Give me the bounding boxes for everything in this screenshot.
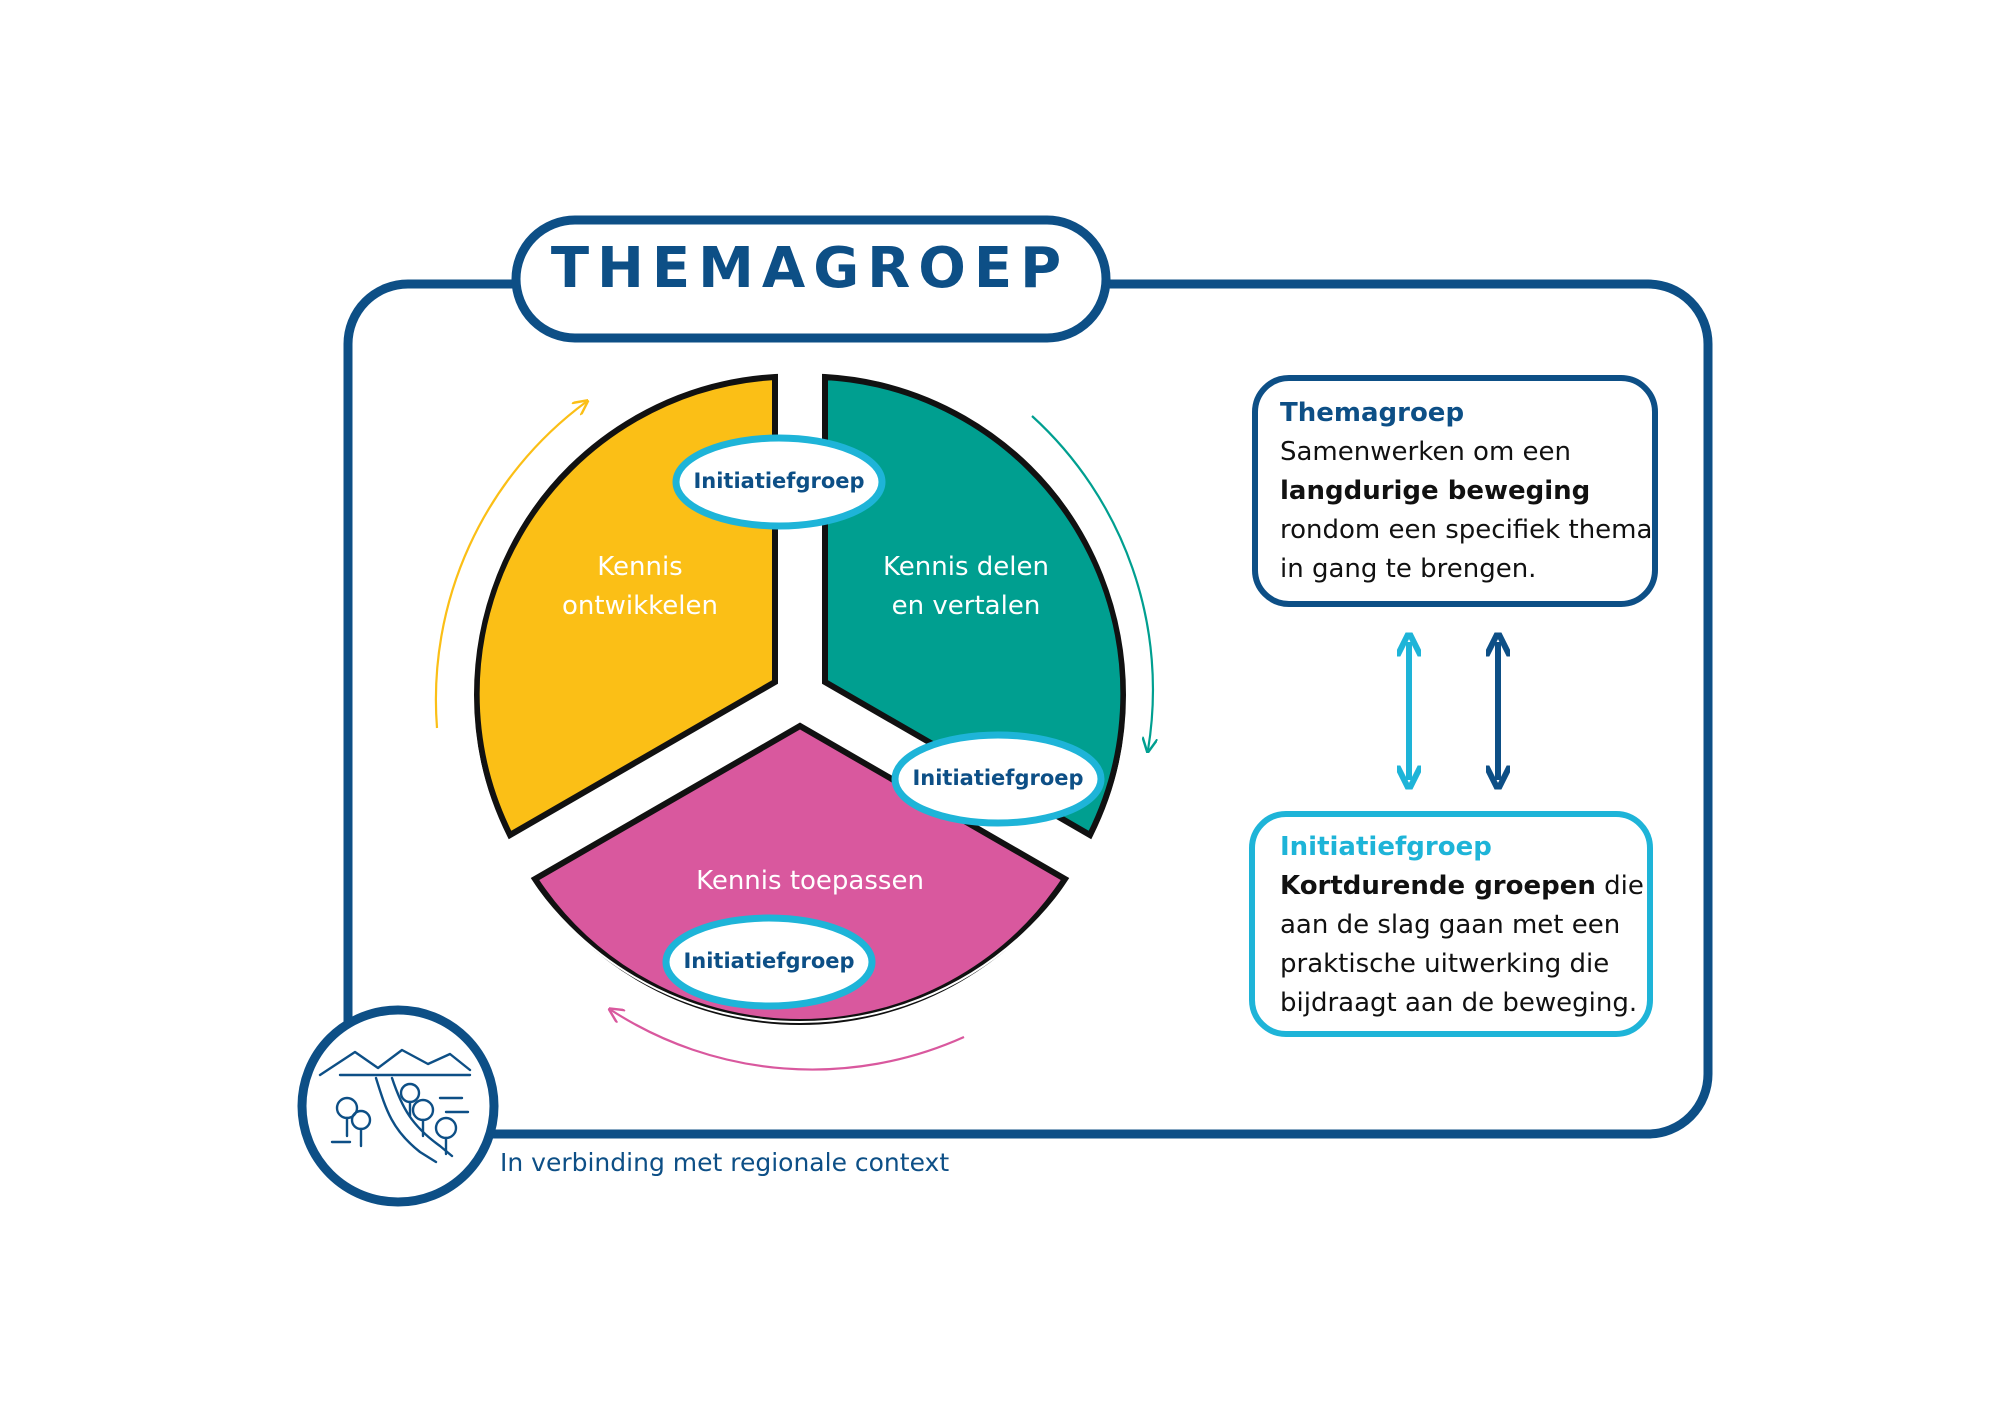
title-pill (511, 215, 1111, 343)
page-title: THEMAGROEP (550, 236, 1070, 301)
segment-label-delen: Kennis delen en vertalen (836, 548, 1096, 626)
info-box-themagroep-frame (1252, 375, 1658, 607)
segment-label-delen-line1: Kennis delen (883, 552, 1049, 582)
info-themagroep-line1: Samenwerken om een (1280, 437, 1572, 467)
context-circle (297, 1005, 499, 1207)
pill-initiatiefgroep-top (672, 434, 886, 530)
info-initiatiefgroep-line4: bijdraagt aan de beweging. (1280, 988, 1638, 1018)
info-themagroep-line3: rondom een specifiek thema (1280, 515, 1653, 545)
info-themagroep-bold: langdurige beweging (1280, 476, 1591, 506)
info-initiatiefgroep-line3: praktische uitwerking die (1280, 949, 1610, 979)
pie-outline-ring (472, 367, 1128, 1023)
pill-label-bottom: Initiatiefgroep (683, 949, 855, 973)
flow-arrow-pink (611, 1010, 965, 1071)
segment-kennis-delen (822, 373, 1127, 840)
info-themagroep-heading: Themagroep (1280, 398, 1465, 428)
segment-label-toepassen: Kennis toepassen (680, 862, 940, 901)
segment-label-toepassen-line1: Kennis toepassen (696, 866, 924, 896)
info-initiatiefgroep-heading: Initiatiefgroep (1280, 832, 1492, 862)
segment-label-delen-line2: en vertalen (891, 591, 1041, 621)
info-initiatiefgroep-bold: Kortdurende groepen (1280, 871, 1596, 901)
pill-label-right: Initiatiefgroep (912, 766, 1084, 790)
context-label: In verbinding met regionale context (500, 1148, 950, 1177)
segment-label-ontwikkelen-line2: ontwikkelen (562, 591, 718, 621)
flow-arrow-yellow (434, 402, 586, 729)
pill-initiatiefgroep-bottom (662, 914, 876, 1010)
info-box-themagroep: Themagroep Samenwerken om een langdurige… (1280, 394, 1652, 589)
info-initiatiefgroep-line2: aan de slag gaan met een (1280, 910, 1621, 940)
segment-label-ontwikkelen-line1: Kennis (597, 552, 683, 582)
pill-label-top: Initiatiefgroep (693, 469, 865, 493)
segment-label-ontwikkelen: Kennis ontwikkelen (510, 548, 770, 626)
info-initiatiefgroep-line1-rest: die (1595, 871, 1644, 901)
info-box-initiatiefgroep-frame (1249, 811, 1653, 1037)
info-themagroep-line4: in gang te brengen. (1280, 554, 1537, 584)
pill-initiatiefgroep-right (891, 731, 1105, 827)
flow-arrow-teal (1031, 415, 1153, 750)
info-box-initiatiefgroep: Initiatiefgroep Kortdurende groepen die … (1280, 828, 1644, 1023)
landscape-icon (318, 1048, 472, 1164)
